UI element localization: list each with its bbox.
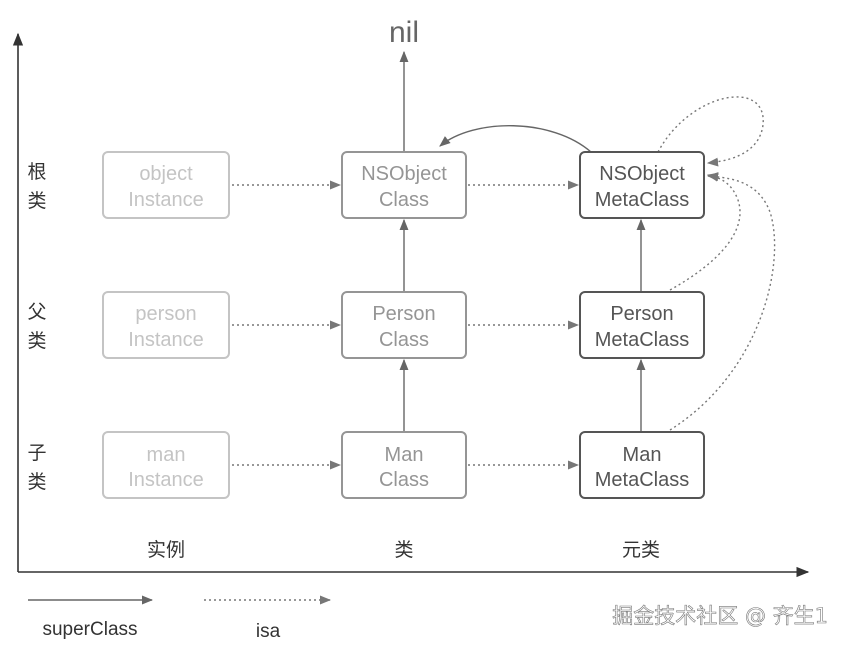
node-nsobject-metaclass: NSObject MetaClass bbox=[579, 151, 705, 219]
axes bbox=[12, 32, 810, 578]
watermark: 掘金技术社区 @ 齐生1 bbox=[612, 604, 828, 628]
node-nsobject-class-line1: NSObject bbox=[361, 163, 447, 185]
node-nsobject-class-line2: Class bbox=[379, 189, 429, 211]
row-label-root-2: 类 bbox=[27, 190, 46, 212]
node-man-instance: man Instance bbox=[102, 431, 230, 499]
node-nsobject-metaclass-line1: NSObject bbox=[599, 163, 685, 185]
node-person-metaclass: Person MetaClass bbox=[579, 291, 705, 359]
node-object-instance-line1: object bbox=[139, 163, 193, 185]
node-man-class-line1: Man bbox=[385, 444, 424, 466]
legend-isa-label: isa bbox=[256, 621, 281, 642]
node-man-instance-line2: Instance bbox=[128, 469, 204, 491]
superclass-arrows bbox=[399, 125, 646, 432]
nil-label: nil bbox=[389, 16, 419, 49]
row-label-root-1: 根 bbox=[27, 161, 46, 183]
node-object-instance-line2: Instance bbox=[128, 189, 204, 211]
row-label-child-2: 类 bbox=[27, 471, 46, 493]
node-person-instance-line1: person bbox=[135, 303, 196, 325]
column-label-class: 类 bbox=[394, 539, 413, 561]
row-label-parent-1: 父 bbox=[27, 301, 46, 323]
node-man-metaclass: Man MetaClass bbox=[579, 431, 705, 499]
node-man-metaclass-line2: MetaClass bbox=[595, 469, 689, 491]
node-person-class-line2: Class bbox=[379, 329, 429, 351]
node-man-instance-line1: man bbox=[147, 444, 186, 466]
node-person-metaclass-line2: MetaClass bbox=[595, 329, 689, 351]
isa-nsobject-meta-self-loop bbox=[657, 96, 764, 167]
node-person-class: Person Class bbox=[341, 291, 467, 359]
node-person-instance-line2: Instance bbox=[128, 329, 204, 351]
legend-superclass-label: superClass bbox=[42, 619, 137, 640]
node-person-instance: person Instance bbox=[102, 291, 230, 359]
node-man-metaclass-line1: Man bbox=[623, 444, 662, 466]
column-label-metaclass: 元类 bbox=[622, 539, 660, 561]
row-labels: 根 类 父 类 子 类 bbox=[27, 161, 46, 493]
isa-man-meta-to-root-meta bbox=[669, 172, 776, 431]
isa-arrows bbox=[232, 96, 776, 470]
node-person-class-line1: Person bbox=[372, 303, 435, 325]
node-object-instance: object Instance bbox=[102, 151, 230, 219]
column-labels: 实例 类 元类 bbox=[147, 539, 660, 561]
node-man-class-line2: Class bbox=[379, 469, 429, 491]
row-label-parent-2: 类 bbox=[27, 330, 46, 352]
node-person-metaclass-line1: Person bbox=[610, 303, 673, 325]
column-label-instance: 实例 bbox=[147, 539, 185, 561]
super-nsobject-meta-to-nsobject-class bbox=[439, 125, 592, 153]
legend: superClass isa bbox=[28, 595, 332, 642]
node-nsobject-metaclass-line2: MetaClass bbox=[595, 189, 689, 211]
row-label-child-1: 子 bbox=[27, 442, 46, 464]
node-nsobject-class: NSObject Class bbox=[341, 151, 467, 219]
node-man-class: Man Class bbox=[341, 431, 467, 499]
